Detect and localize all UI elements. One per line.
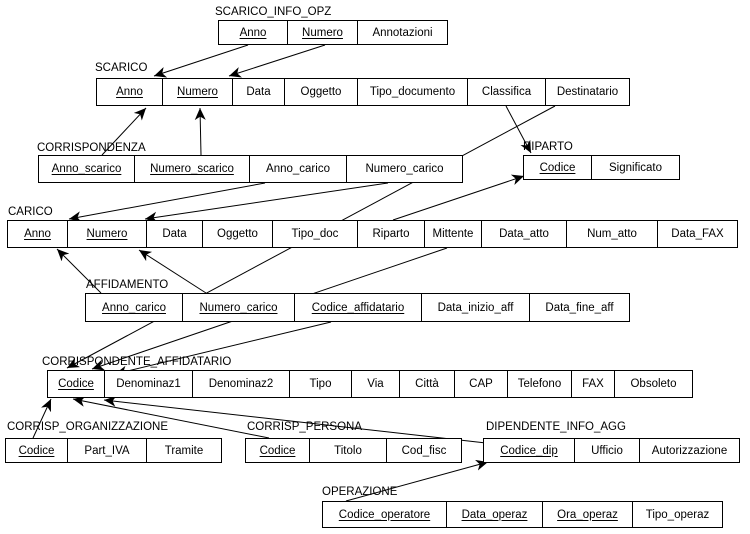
field-corrisp-persona-cod_fisc: Cod_fisc [387, 438, 462, 463]
table-title-corrispondente-affidatario: CORRISPONDENTE_AFFIDATARIO [42, 356, 232, 368]
field-carico-num_atto: Num_atto [567, 220, 658, 248]
field-corrispondente-affidatario-denominaz1: Denominaz1 [105, 370, 193, 398]
field-carico-riparto: Riparto [358, 220, 425, 248]
arrow-corrispondenza-anno-carico-to-carico-anno [68, 182, 266, 223]
field-operazione-tipo_operaz: Tipo_operaz [633, 501, 723, 528]
table-title-affidamento: AFFIDAMENTO [86, 279, 169, 291]
field-corrisp-persona-titolo: Titolo [310, 438, 387, 463]
table-title-scarico: SCARICO [95, 62, 148, 74]
field-dipendente-info-agg-autorizzazione: Autorizzazione [640, 438, 740, 463]
field-carico-tipo_doc: Tipo_doc [273, 220, 358, 248]
field-corrisp-organizzazione-tramite: Tramite [147, 438, 222, 463]
field-scarico-classifica: Classifica [468, 78, 546, 106]
field-dipendente-info-agg-ufficio: Ufficio [575, 438, 640, 463]
arrow-scarico-info-opz-anno-to-scarico-anno [153, 44, 249, 78]
table-title-scarico-info-opz: SCARICO_INFO_OPZ [215, 6, 332, 18]
field-affidamento-data_fine_aff: Data_fine_aff [530, 293, 630, 322]
field-affidamento-numero_carico: Numero_carico [183, 293, 295, 322]
field-corrispondenza-numero_carico: Numero_carico [347, 155, 463, 183]
field-scarico-data: Data [233, 78, 285, 106]
field-carico-data_atto: Data_atto [482, 220, 567, 248]
field-corrispondente-affidatario-denominaz2: Denominaz2 [193, 370, 290, 398]
field-affidamento-codice_affidatario: Codice_affidatario [295, 293, 422, 322]
table-title-corrisp-persona: CORRISP_PERSONA [247, 421, 363, 433]
field-corrisp-organizzazione-part_iva: Part_IVA [68, 438, 147, 463]
field-carico-oggetto: Oggetto [203, 220, 273, 248]
field-corrispondente-affidatario-tipo: Tipo [290, 370, 352, 398]
field-corrisp-persona-codice: Codice [245, 438, 310, 463]
field-operazione-data_operaz: Data_operaz [447, 501, 543, 528]
field-riparto-significato: Significato [592, 155, 680, 180]
field-affidamento-anno_carico: Anno_carico [85, 293, 183, 322]
table-title-corrispondenza: CORRISPONDENZA [37, 142, 146, 154]
field-carico-data: Data [147, 220, 203, 248]
table-title-operazione: OPERAZIONE [322, 486, 398, 498]
arrow-scarico-info-opz-numero-to-scarico-numero [228, 44, 326, 78]
field-carico-data_fax: Data_FAX [658, 220, 738, 248]
field-carico-anno: Anno [7, 220, 68, 248]
field-scarico-anno: Anno [96, 78, 163, 106]
table-title-carico: CARICO [8, 206, 53, 218]
field-scarico-oggetto: Oggetto [285, 78, 358, 106]
field-affidamento-data_inizio_aff: Data_inizio_aff [422, 293, 530, 322]
field-corrispondenza-numero_scarico: Numero_scarico [135, 155, 250, 183]
field-corrispondente-affidatario-città: Città [400, 370, 455, 398]
field-operazione-codice_operatore: Codice_operatore [322, 501, 447, 528]
field-operazione-ora_operaz: Ora_operaz [543, 501, 633, 528]
field-corrispondente-affidatario-via: Via [352, 370, 400, 398]
field-corrispondente-affidatario-cap: CAP [455, 370, 508, 398]
table-title-riparto: RIPARTO [523, 141, 573, 153]
field-corrisp-organizzazione-codice: Codice [5, 438, 68, 463]
field-corrispondente-affidatario-obsoleto: Obsoleto [615, 370, 693, 398]
field-riparto-codice: Codice [523, 155, 592, 180]
table-title-corrisp-organizzazione: CORRISP_ORGANIZZAZIONE [7, 421, 169, 433]
field-corrispondente-affidatario-fax: FAX [572, 370, 615, 398]
field-scarico-numero: Numero [163, 78, 233, 106]
field-corrispondenza-anno_carico: Anno_carico [250, 155, 347, 183]
field-scarico-destinatario: Destinatario [546, 78, 630, 106]
field-corrispondenza-anno_scarico: Anno_scarico [38, 155, 135, 183]
arrow-corrispondenza-numero-carico-to-carico-numero [144, 182, 389, 223]
field-scarico-info-opz-annotazioni: Annotazioni [358, 20, 448, 45]
field-scarico-info-opz-anno: Anno [218, 20, 288, 45]
field-carico-numero: Numero [68, 220, 147, 248]
field-scarico-info-opz-numero: Numero [288, 20, 358, 45]
field-carico-mittente: Mittente [425, 220, 482, 248]
table-title-dipendente-info-agg: DIPENDENTE_INFO_AGG [486, 421, 626, 433]
field-scarico-tipo_documento: Tipo_documento [358, 78, 468, 106]
field-dipendente-info-agg-codice_dip: Codice_dip [483, 438, 575, 463]
field-corrispondente-affidatario-codice: Codice [47, 370, 105, 398]
arrow-corrispondenza-numero-scarico-to-scarico-numero [194, 107, 206, 156]
field-corrispondente-affidatario-telefono: Telefono [508, 370, 572, 398]
